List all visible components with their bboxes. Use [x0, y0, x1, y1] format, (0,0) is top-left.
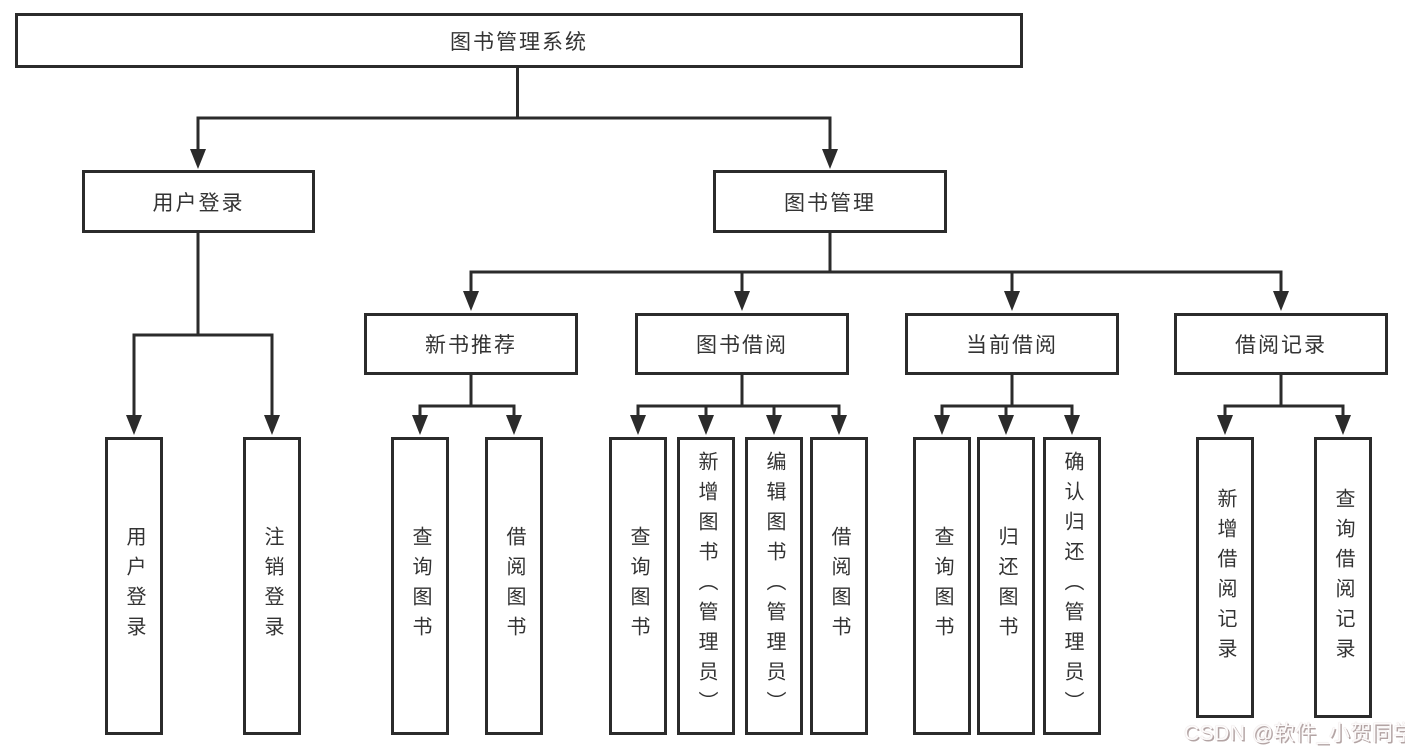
leaf-confirm-return-admin: 确认归还（管理员）	[1043, 437, 1101, 735]
csdn-watermark: CSDN @软件_小贺同学	[1184, 722, 1405, 745]
node-new-book-rec: 新书推荐	[364, 313, 578, 375]
connector-login	[132, 233, 274, 417]
node-current-borrow: 当前借阅	[905, 313, 1119, 375]
arrowheads	[126, 149, 1351, 435]
connector-root	[196, 68, 832, 151]
leaf-return-book: 归还图书	[977, 437, 1035, 735]
connector-current	[940, 375, 1074, 418]
leaf-rec-borrow-book: 借阅图书	[485, 437, 543, 735]
leaf-user-login: 用户登录	[105, 437, 163, 735]
leaf-rec-query-book: 查询图书	[391, 437, 449, 735]
connector-borrow	[636, 375, 841, 418]
connector-mgmt	[469, 233, 1283, 293]
connector-rec	[418, 375, 516, 418]
leaf-add-borrow-record: 新增借阅记录	[1196, 437, 1254, 718]
leaf-add-book-admin: 新增图书（管理员）	[677, 437, 735, 735]
node-root-system: 图书管理系统	[15, 13, 1023, 68]
leaf-borrow-query-book: 查询图书	[609, 437, 667, 735]
node-book-mgmt: 图书管理	[713, 170, 947, 233]
node-user-login: 用户登录	[82, 170, 315, 233]
leaf-current-query-book: 查询图书	[913, 437, 971, 735]
connector-record	[1223, 375, 1345, 418]
node-borrow-record: 借阅记录	[1174, 313, 1388, 375]
leaf-logout: 注销登录	[243, 437, 301, 735]
leaf-borrow-book: 借阅图书	[810, 437, 868, 735]
leaf-query-borrow-record: 查询借阅记录	[1314, 437, 1372, 718]
node-book-borrow: 图书借阅	[635, 313, 849, 375]
leaf-edit-book-admin: 编辑图书（管理员）	[745, 437, 803, 735]
